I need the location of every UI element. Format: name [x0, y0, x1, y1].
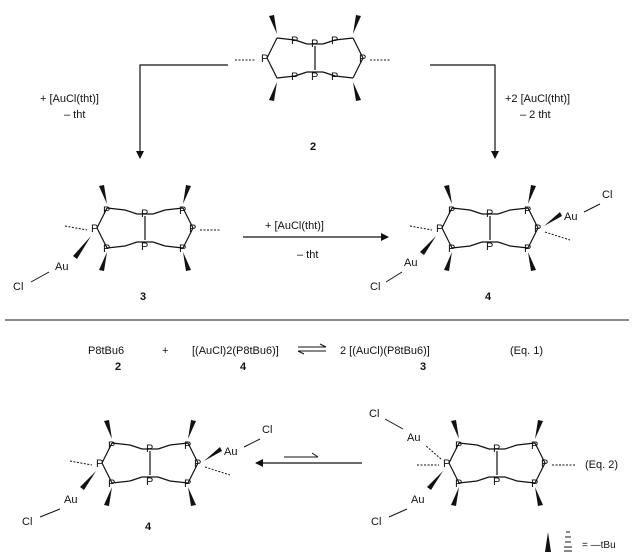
hashed-wedge-icon [564, 531, 572, 552]
compound-2-structure: P P P P P P P P [235, 14, 390, 102]
p-atom: P [179, 205, 186, 217]
eq1-label: (Eq. 1) [510, 345, 543, 357]
p-atom: P [541, 458, 548, 470]
p-atom: P [448, 243, 455, 255]
arrow-left-label-1: + [AuCl(tht)] [40, 93, 99, 105]
cl-atom: Cl [369, 408, 379, 420]
au-atom: Au [411, 494, 424, 506]
cl-atom: Cl [370, 281, 380, 293]
au-atom: Au [224, 446, 237, 458]
p-atom: P [436, 223, 443, 235]
p-atom: P [311, 38, 318, 50]
bold-wedge-icon [545, 532, 551, 552]
eq1-number-product: 3 [420, 361, 426, 373]
p-atom: P [291, 71, 298, 83]
arrow-middle-label-1: + [AuCl(tht)] [265, 220, 324, 232]
arrow-left-label-2: – tht [64, 109, 85, 121]
p-atom: P [141, 208, 148, 220]
compound-number-2: 2 [310, 141, 316, 153]
p-atom: P [524, 243, 531, 255]
p-atom: P [108, 478, 115, 490]
cl-atom: Cl [262, 424, 272, 436]
eq2-compound-number: 4 [145, 521, 152, 533]
eq1-number-reactant-2: 4 [240, 361, 247, 373]
p-atom: P [486, 208, 493, 220]
p-atom: P [331, 35, 338, 47]
eq1-number-reactant-1: 2 [115, 361, 121, 373]
cl-atom: Cl [22, 516, 32, 528]
eq2-isomer-structure: P P P P P P P P Au Cl Au Cl [369, 408, 575, 528]
p-atom: P [524, 205, 531, 217]
tbu-legend: = —tBu [545, 531, 616, 552]
p-atom: P [108, 440, 115, 452]
cl-atom: Cl [13, 281, 23, 293]
au-atom: Au [564, 211, 577, 223]
p-atom: P [493, 443, 500, 455]
p-atom: P [184, 440, 191, 452]
p-atom: P [141, 241, 148, 253]
p-atom: P [455, 440, 462, 452]
p-atom: P [486, 241, 493, 253]
p-atom: P [448, 205, 455, 217]
eq1-reactant-2: [(AuCl)2(P8tBu6)] [192, 345, 279, 357]
p-atom: P [443, 458, 450, 470]
p-atom: P [531, 440, 538, 452]
cl-atom: Cl [371, 516, 381, 528]
p-atom: P [194, 458, 201, 470]
p-atom: P [493, 476, 500, 488]
p-atom: P [261, 53, 268, 65]
p-atom: P [146, 476, 153, 488]
p-atom: P [359, 53, 366, 65]
arrow-left [136, 64, 228, 159]
p-atom: P [455, 478, 462, 490]
p-atom: P [531, 478, 538, 490]
au-atom: Au [64, 494, 77, 506]
equation-1: P8tBu6 + [(AuCl)2(P8tBu6)] 2 [(AuCl)(P8t… [88, 343, 543, 373]
arrow-middle-label-2: – tht [297, 249, 318, 261]
eq1-reactant-1: P8tBu6 [88, 345, 124, 357]
p-atom: P [311, 71, 318, 83]
cl-atom: Cl [602, 189, 612, 201]
eq1-plus: + [162, 345, 168, 357]
p-atom: P [184, 478, 191, 490]
arrow-right-label-2: – 2 tht [520, 109, 551, 121]
p-atom: P [291, 35, 298, 47]
p-atom: P [534, 223, 541, 235]
p-atom: P [331, 71, 338, 83]
arrow-right-label-1: +2 [AuCl(tht)] [505, 93, 570, 105]
eq1-product: 2 [(AuCl)(P8tBu6)] [340, 345, 430, 357]
p-atom: P [96, 458, 103, 470]
arrow-right [430, 64, 499, 159]
compound-3-structure: P P P P P P P P Au Cl [13, 184, 220, 293]
eq2-label: (Eq. 2) [585, 459, 618, 471]
compound-number-4: 4 [485, 291, 492, 303]
au-atom: Au [404, 257, 417, 269]
au-atom: Au [407, 432, 420, 444]
p-atom: P [103, 205, 110, 217]
p-atom: P [146, 443, 153, 455]
equilibrium-arrow-2 [255, 452, 362, 467]
legend-text: = —tBu [582, 540, 616, 551]
au-atom: Au [55, 261, 68, 273]
compound-number-3: 3 [140, 291, 146, 303]
equilibrium-arrow-1 [298, 346, 326, 352]
p-atom: P [91, 223, 98, 235]
p-atom: P [179, 243, 186, 255]
p-atom: P [103, 243, 110, 255]
compound-4-structure: P P P P P P P P Au Cl Au Cl [370, 184, 612, 293]
eq2-compound-4-structure: P P P P P P P P Au Cl Au Cl [22, 419, 272, 528]
p-atom: P [189, 223, 196, 235]
